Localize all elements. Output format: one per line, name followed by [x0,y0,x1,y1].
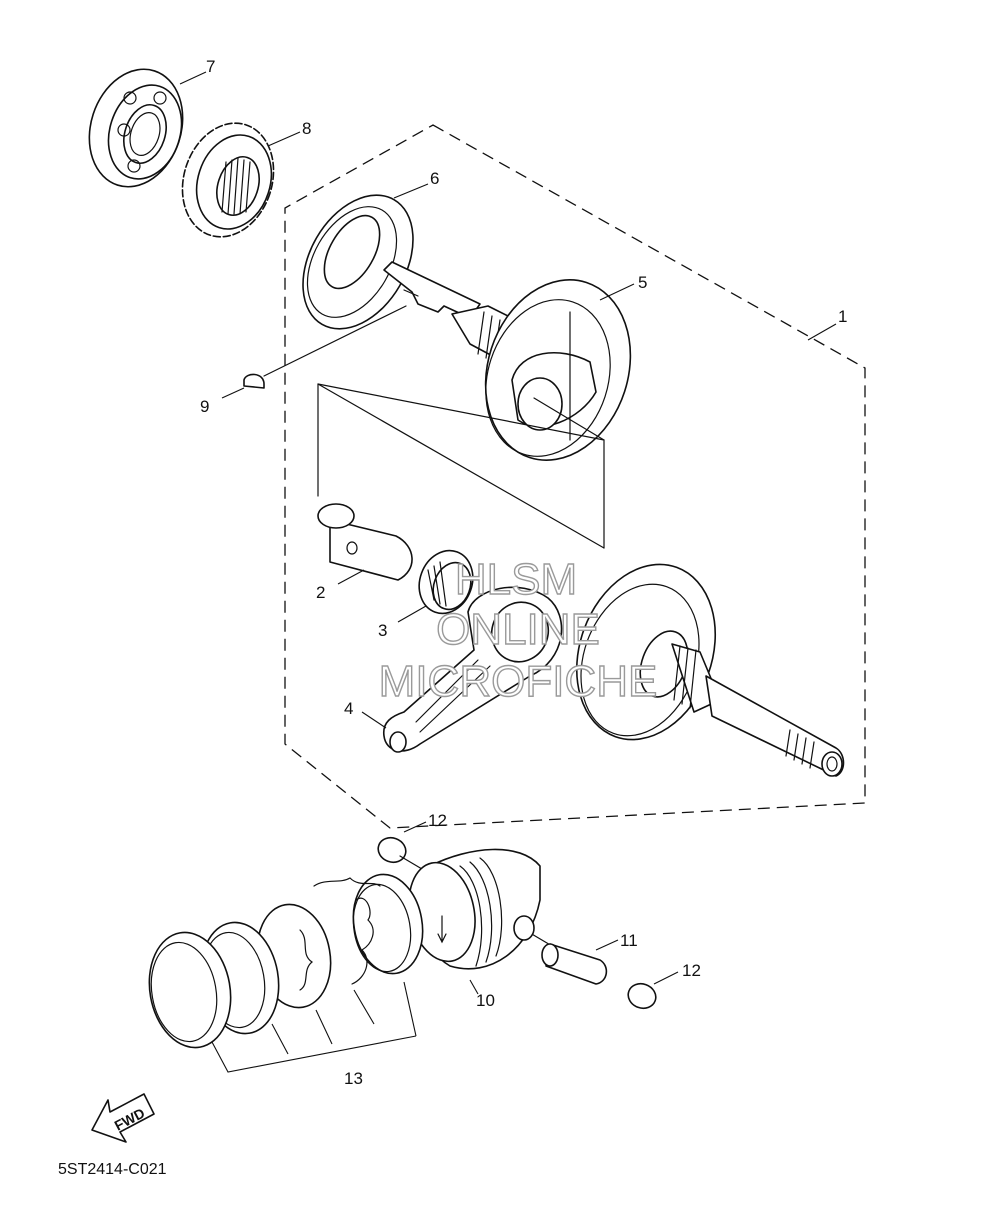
callout-7: 7 [206,57,215,76]
fwd-arrow-icon: FWD [91,1093,155,1143]
leader-5 [599,283,635,301]
callout-12-lower: 12 [682,961,701,980]
callout-2: 2 [316,583,325,602]
callout-11: 11 [620,931,638,950]
callout-10: 10 [476,991,495,1010]
watermark-line-2: ONLINE [436,605,600,654]
callout-5: 5 [638,273,647,292]
part-5-crank-half [383,261,632,461]
part-2-crank-pin [317,503,413,581]
assembly-boundary [284,124,866,829]
part-12-circlip-upper [377,836,407,864]
leader-12-lower [653,971,679,985]
part-7-bearing [88,68,184,188]
callout-13: 13 [344,1069,363,1088]
crankpin-guide-line [317,383,605,549]
key-guide-line [263,305,407,377]
leader-12-upper [403,821,427,833]
part-8-gear [181,122,275,238]
part-12-circlip-lower [627,982,657,1010]
rings-bracket [211,981,417,1073]
leader-6 [393,183,429,199]
part-4-connecting-rod [382,586,563,753]
diagram-code: 5ST2414-C021 [58,1161,167,1178]
leader-10 [469,979,479,995]
leader-7 [179,71,207,85]
callout-1: 1 [838,307,847,326]
callout-9: 9 [200,397,209,416]
crank-half-output-shaft [575,563,845,777]
part-11-piston-pin [541,943,608,985]
part-13-piston-rings [148,873,424,1049]
callout-3: 3 [378,621,387,640]
leader-9 [221,387,245,399]
leader-2 [337,569,365,585]
crankpin-group-frame [317,383,605,549]
callout-6: 6 [430,169,439,188]
leader-8 [267,131,301,147]
watermark-line-1: HLSM [455,555,577,604]
leader-4 [361,711,387,729]
watermark-line-3: MICROFICHE [379,657,658,706]
leader-11 [595,939,619,951]
part-10-piston [408,848,541,970]
leader-3 [397,605,427,623]
callout-4: 4 [344,699,353,718]
callout-8: 8 [302,119,311,138]
part-9-key [243,373,265,389]
callout-12-upper: 12 [428,811,447,830]
part-3-needle-bearing [418,549,474,615]
leader-1 [807,323,837,341]
part-6-washer [302,194,414,330]
